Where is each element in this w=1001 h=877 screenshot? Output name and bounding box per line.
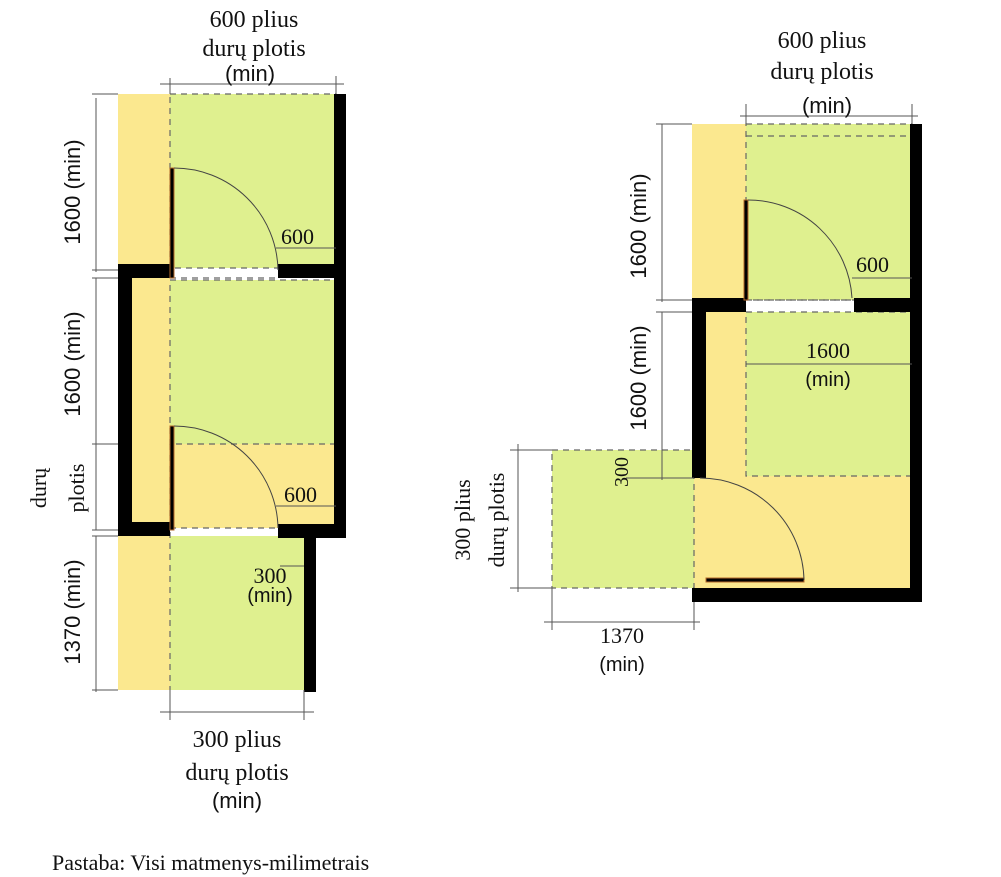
left-bottom-dim-line3: (min)	[212, 788, 262, 813]
right-label-600: 600	[856, 252, 889, 277]
left-dim-1600-a: 1600 (min)	[60, 139, 85, 244]
left-door-swing-bottom	[173, 425, 279, 529]
left-wall-mid-b	[278, 264, 336, 278]
right-yellow-top	[692, 124, 746, 300]
left-wall-low-a	[118, 522, 170, 536]
left-green-middle	[170, 280, 336, 444]
left-top-dim-line1: 600 plius	[210, 7, 299, 33]
left-dim-duru-line1: durų	[26, 467, 51, 508]
right-side-dim-line1: 300 plius	[450, 479, 475, 560]
left-plan: 600 plius durų plotis (min) 1600 (min) 1…	[26, 7, 346, 813]
left-door-leaf-bottom	[169, 425, 175, 531]
right-green-side	[552, 450, 694, 588]
left-label-300: 300	[254, 563, 287, 588]
left-top-dim-line2: durų plotis	[202, 36, 305, 62]
left-dimensions	[92, 76, 344, 720]
right-dimensions	[510, 104, 918, 630]
left-green-top	[170, 94, 336, 268]
left-dim-1600-b: 1600 (min)	[60, 311, 85, 416]
right-yellow-mid-left	[706, 312, 746, 476]
left-bottom-dim-line2: durų plotis	[185, 760, 288, 786]
right-top-dim-line1: 600 plius	[778, 28, 867, 54]
right-wall-right	[910, 124, 922, 602]
right-side-dim-line2: durų plotis	[484, 473, 509, 568]
left-green-bottom	[170, 536, 304, 690]
left-top-dim-line3: (min)	[225, 61, 275, 86]
left-dim-duru-line2: plotis	[64, 464, 89, 513]
left-wall-low-b	[278, 524, 346, 538]
left-label-600-bottom: 600	[284, 482, 317, 507]
left-door-swing-top	[173, 167, 279, 271]
right-green-top	[746, 124, 912, 300]
left-wall-right	[334, 94, 346, 538]
right-wall-bottom	[692, 588, 922, 602]
left-label-300-min: (min)	[247, 585, 293, 607]
left-bottom-dim-line1: 300 plius	[193, 727, 282, 753]
right-green-mid	[746, 312, 912, 476]
right-plan: 600 plius durų plotis (min) 1600 (min) 1…	[450, 28, 922, 676]
right-label-1600: 1600	[806, 338, 850, 363]
right-door-swing-top	[747, 199, 853, 299]
right-dim-1600-b: 1600 (min)	[626, 325, 651, 430]
right-top-dim-line3: (min)	[802, 93, 852, 118]
right-top-dim-line2: durų plotis	[770, 59, 873, 85]
right-door-swing-bottom	[699, 477, 805, 581]
left-door-leaf-top	[169, 167, 175, 279]
dimension-note: Pastaba: Visi matmenys-milimetrais	[52, 850, 369, 875]
left-yellow-middle	[170, 444, 336, 528]
right-wall-mid-b	[854, 298, 922, 312]
right-door-leaf-top	[743, 199, 749, 301]
right-label-300: 300	[611, 457, 633, 487]
right-clear-space-side	[551, 449, 695, 589]
right-door-leaf-bottom	[705, 577, 805, 583]
right-bottom-dim: 1370	[600, 623, 644, 648]
right-bottom-dim-min: (min)	[599, 654, 645, 676]
left-wall-side	[118, 264, 132, 536]
right-wall-side	[692, 298, 706, 478]
right-label-1600-min: (min)	[805, 369, 851, 391]
right-dim-1600-a: 1600 (min)	[626, 173, 651, 278]
left-dim-1370: 1370 (min)	[60, 559, 85, 664]
left-label-600-top: 600	[281, 224, 314, 249]
left-wall-bottom-right	[304, 536, 316, 692]
